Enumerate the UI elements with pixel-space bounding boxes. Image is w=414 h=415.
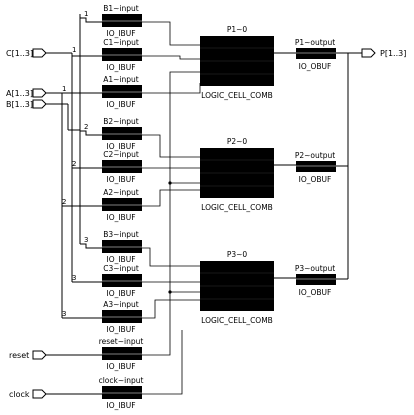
ibuf-name-label: reset~input	[99, 337, 144, 346]
logic-cell-type: LOGIC_CELL_COMB	[201, 203, 273, 212]
logic-cell-name: P2~0	[227, 137, 248, 146]
output-port-p-label: P[1..3]	[380, 49, 406, 58]
obuf-block[interactable]	[296, 48, 336, 59]
bus-taps	[62, 17, 102, 319]
logic-cell-layer: P1~0LOGIC_CELL_COMBP2~0LOGIC_CELL_COMBP3…	[200, 25, 296, 325]
output-bus	[336, 52, 362, 280]
ibuf-name-label: B3~input	[103, 230, 139, 239]
input-port-clock[interactable]: clock	[9, 389, 47, 399]
ibuf-type-label: IO_IBUF	[106, 289, 135, 298]
ibuf-name-label: C3~input	[103, 264, 139, 273]
ibuf-block[interactable]	[102, 240, 142, 253]
ibuf-block[interactable]	[102, 310, 142, 323]
ibuf-block[interactable]	[102, 386, 142, 399]
ibuf-name-label: A1~input	[103, 75, 139, 84]
ibuf-name-label: C1~input	[103, 38, 139, 47]
ibuf-block[interactable]	[102, 127, 142, 140]
ibuf-block[interactable]	[102, 198, 142, 211]
ibuf-type-label: IO_IBUF	[106, 175, 135, 184]
ibuf-type-label: IO_IBUF	[106, 401, 135, 410]
ibuf-block[interactable]	[102, 48, 142, 61]
bus-index-b3: 3	[84, 236, 88, 244]
ibuf-type-label: IO_IBUF	[106, 29, 135, 38]
obuf-layer: P1~outputIO_OBUFP2~outputIO_OBUFP3~outpu…	[295, 38, 336, 297]
bus-index-a3: 3	[62, 310, 66, 318]
ibuf-type-label: IO_IBUF	[106, 142, 135, 151]
ibuf-name-label: B1~input	[103, 4, 139, 13]
ibuf-name-label: A3~input	[103, 300, 139, 309]
obuf-block[interactable]	[296, 161, 336, 172]
ibuf-block[interactable]	[102, 85, 142, 98]
input-port-clock-label: clock	[9, 390, 30, 399]
bus-index-c3: 3	[72, 274, 76, 282]
bus-index-c2: 2	[72, 160, 76, 168]
bus-index-a2: 2	[62, 198, 66, 206]
ibuf-block[interactable]	[102, 347, 142, 360]
ibuf-type-label: IO_IBUF	[106, 255, 135, 264]
input-port-c-label: C[1..3]	[6, 49, 33, 58]
ibuf-block[interactable]	[102, 160, 142, 173]
output-port-p[interactable]: P[1..3]	[361, 48, 406, 58]
ibuf-block[interactable]	[102, 274, 142, 287]
ibuf-type-label: IO_IBUF	[106, 100, 135, 109]
ibuf-type-label: IO_IBUF	[106, 63, 135, 72]
obuf-type-label: IO_OBUF	[299, 62, 332, 71]
ibuf-type-label: IO_IBUF	[106, 213, 135, 222]
logic-cell-type: LOGIC_CELL_COMB	[201, 91, 273, 100]
obuf-name-label: P1~output	[295, 38, 335, 47]
input-port-c[interactable]: C[1..3]	[6, 48, 47, 58]
ibuf-name-label: B2~input	[103, 117, 139, 126]
logic-cell-name: P1~0	[227, 25, 248, 34]
input-port-reset-label: reset	[9, 351, 29, 360]
logic-cell-name: P3~0	[227, 250, 248, 259]
obuf-name-label: P2~output	[295, 151, 335, 160]
input-port-a-label: A[1..3]	[6, 89, 33, 98]
ibuf-name-label: C2~input	[103, 150, 139, 159]
obuf-type-label: IO_OBUF	[299, 175, 332, 184]
obuf-block[interactable]	[296, 274, 336, 285]
ibuf-type-label: IO_IBUF	[106, 325, 135, 334]
routing-wires	[142, 21, 201, 395]
ibuf-layer: B1~inputIO_IBUFC1~inputIO_IBUFA1~inputIO…	[99, 4, 144, 410]
ibuf-name-label: clock~input	[99, 376, 144, 385]
input-port-a[interactable]: A[1..3]	[6, 88, 47, 98]
logic-cell-type: LOGIC_CELL_COMB	[201, 316, 273, 325]
input-port-reset[interactable]: reset	[9, 350, 47, 360]
bus-index-b2: 2	[84, 123, 88, 131]
bus-index-c1: 1	[72, 46, 76, 54]
ibuf-type-label: IO_IBUF	[106, 362, 135, 371]
bus-index-a1: 1	[62, 85, 66, 93]
bus-index-b1: 1	[84, 10, 88, 18]
obuf-type-label: IO_OBUF	[299, 288, 332, 297]
bus-wires	[46, 14, 102, 395]
input-port-b[interactable]: B[1..3]	[6, 99, 47, 109]
obuf-name-label: P3~output	[295, 264, 335, 273]
ibuf-block[interactable]	[102, 14, 142, 27]
input-port-b-label: B[1..3]	[6, 100, 33, 109]
ibuf-name-label: A2~input	[103, 188, 139, 197]
